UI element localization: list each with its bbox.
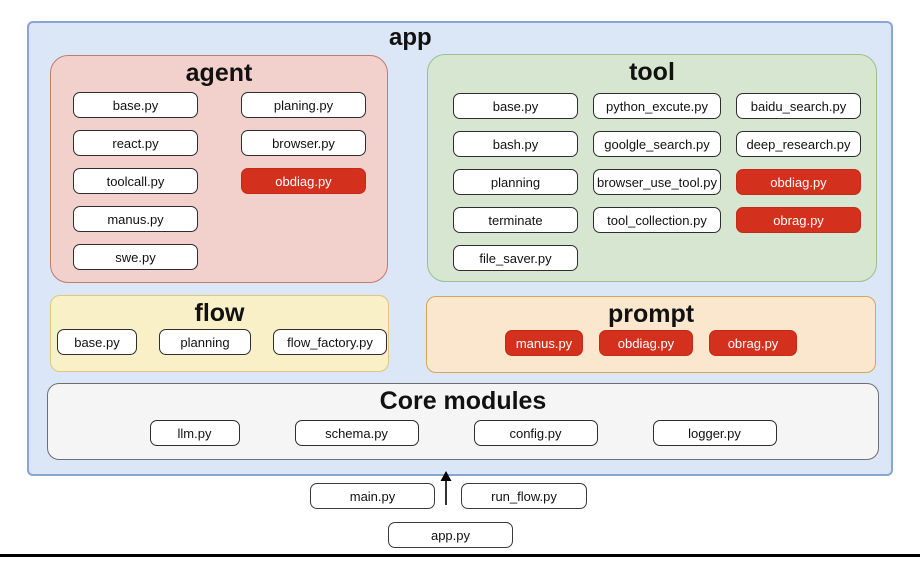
tool-column-2: python_excute.py goolgle_search.py brows…: [593, 93, 721, 271]
tool-file-browser-use-tool-py: browser_use_tool.py: [593, 169, 721, 195]
core-items: llm.py schema.py config.py logger.py: [48, 420, 878, 446]
agent-column-1: base.py react.py toolcall.py manus.py sw…: [73, 92, 198, 270]
agent-columns: base.py react.py toolcall.py manus.py sw…: [51, 92, 387, 270]
section-agent: agent base.py react.py toolcall.py manus…: [50, 55, 388, 283]
entry-file-run-flow-py: run_flow.py: [461, 483, 587, 509]
tool-file-goolgle-search-py: goolgle_search.py: [593, 131, 721, 157]
core-file-schema-py: schema.py: [294, 420, 419, 446]
tool-file-base-py: base.py: [453, 93, 578, 119]
tool-file-obrag-py: obrag.py: [736, 207, 861, 233]
agent-file-browser-py: browser.py: [241, 130, 366, 156]
tool-file-tool-collection-py: tool_collection.py: [593, 207, 721, 233]
agent-file-obdiag-py: obdiag.py: [241, 168, 366, 194]
flow-items: base.py planning flow_factory.py: [51, 329, 388, 355]
agent-title: agent: [185, 59, 253, 87]
tool-file-terminate: terminate: [453, 207, 578, 233]
core-file-logger-py: logger.py: [652, 420, 777, 446]
section-core-modules: Core modules llm.py schema.py config.py …: [47, 383, 879, 460]
section-flow: flow base.py planning flow_factory.py: [50, 295, 389, 372]
tool-file-deep-research-py: deep_research.py: [736, 131, 861, 157]
app-title: app: [389, 24, 432, 51]
agent-file-toolcall-py: toolcall.py: [73, 168, 198, 194]
tool-columns: base.py bash.py planning terminate file_…: [428, 93, 876, 271]
agent-file-base-py: base.py: [73, 92, 198, 118]
entry-file-app-py: app.py: [388, 522, 513, 548]
agent-file-manus-py: manus.py: [73, 206, 198, 232]
flow-file-planning: planning: [159, 329, 251, 355]
flow-file-flow-factory-py: flow_factory.py: [273, 329, 387, 355]
tool-column-3: baidu_search.py deep_research.py obdiag.…: [736, 93, 861, 271]
flow-title: flow: [194, 299, 245, 327]
tool-file-planning: planning: [453, 169, 578, 195]
prompt-file-obdiag-py: obdiag.py: [599, 330, 693, 356]
prompt-items: manus.py obdiag.py obrag.py: [427, 330, 875, 356]
agent-file-planing-py: planing.py: [241, 92, 366, 118]
tool-file-obdiag-py: obdiag.py: [736, 169, 861, 195]
core-file-llm-py: llm.py: [149, 420, 240, 446]
bottom-divider-line: [0, 554, 920, 557]
tool-file-file-saver-py: file_saver.py: [453, 245, 578, 271]
prompt-title: prompt: [607, 300, 695, 328]
agent-file-swe-py: swe.py: [73, 244, 198, 270]
tool-title: tool: [629, 58, 675, 86]
agent-file-react-py: react.py: [73, 130, 198, 156]
agent-column-2: planing.py browser.py obdiag.py: [241, 92, 366, 270]
section-tool: tool base.py bash.py planning terminate …: [427, 54, 877, 282]
flow-file-base-py: base.py: [57, 329, 137, 355]
tool-column-1: base.py bash.py planning terminate file_…: [453, 93, 578, 271]
tool-file-python-excute-py: python_excute.py: [593, 93, 721, 119]
app-container: app agent base.py react.py toolcall.py m…: [27, 21, 893, 476]
prompt-file-manus-py: manus.py: [505, 330, 583, 356]
core-file-config-py: config.py: [473, 420, 598, 446]
tool-file-bash-py: bash.py: [453, 131, 578, 157]
up-arrow-icon: [440, 471, 452, 505]
entry-file-main-py: main.py: [310, 483, 435, 509]
section-prompt: prompt manus.py obdiag.py obrag.py: [426, 296, 876, 373]
prompt-file-obrag-py: obrag.py: [709, 330, 797, 356]
core-modules-title: Core modules: [379, 387, 547, 415]
tool-file-baidu-search-py: baidu_search.py: [736, 93, 861, 119]
